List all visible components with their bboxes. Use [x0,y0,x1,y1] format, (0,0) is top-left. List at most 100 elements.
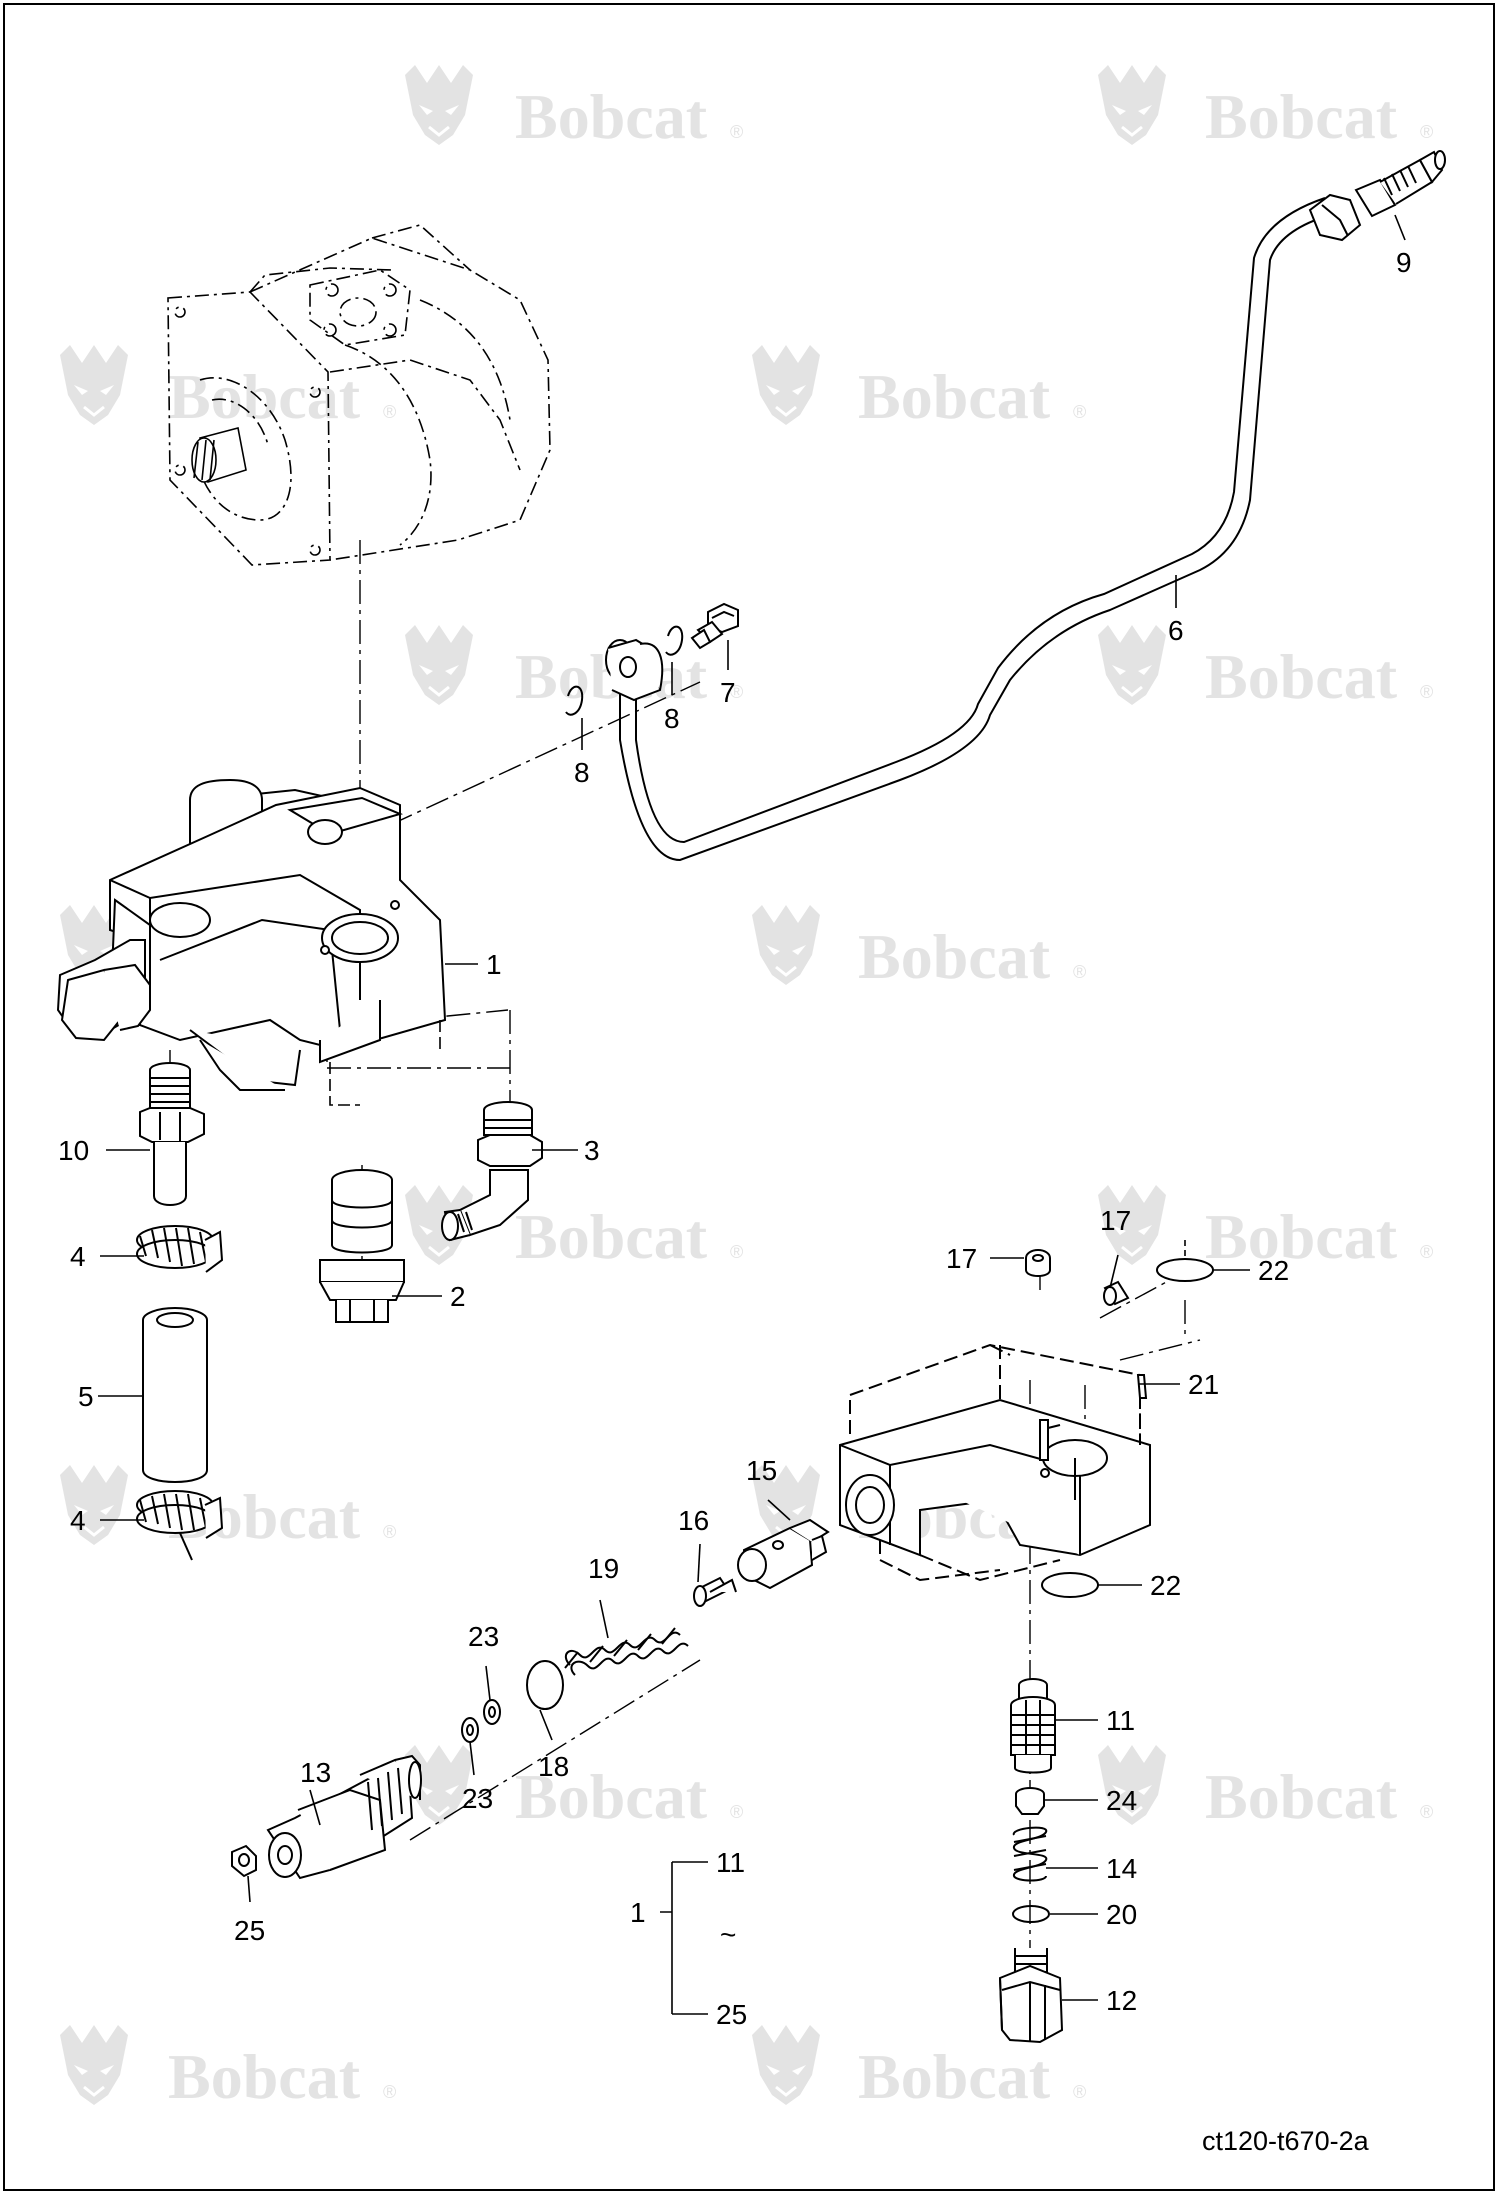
watermark-text: Bobcat [515,81,708,152]
callout-8-left: 8 [574,757,590,788]
pin-21 [1039,1374,1148,1461]
spring-19 [564,1627,689,1676]
callout-23-lower: 23 [462,1783,493,1814]
kit-legend-from: 11 [716,1847,745,1878]
page-border [3,3,1495,2191]
watermark-text: Bobcat [515,1761,708,1832]
callout-14: 14 [1106,1853,1137,1884]
watermark: Bobcat ® [750,2023,1086,2112]
watermark-registered-mark: ® [383,1522,396,1542]
leader-lines [98,214,1406,2001]
watermark-registered-mark: ® [730,1242,743,1262]
watermark: Bobcat ® [58,343,396,432]
callout-22-upper: 22 [1258,1255,1289,1286]
watermark: Bobcat ® [1096,63,1433,152]
callout-19: 19 [588,1553,619,1584]
watermark-text: Bobcat [515,1201,708,1272]
watermark-text: Bobcat [858,2041,1051,2112]
watermark-registered-mark: ® [383,2082,396,2102]
callout-7: 7 [720,677,736,708]
callout-2: 2 [450,1281,466,1312]
o-ring-18 [526,1660,564,1710]
watermark-registered-mark: ® [1420,122,1433,142]
lock-nut-25 [231,1844,257,1878]
watermark: Bobcat ® [1096,623,1433,712]
watermark-registered-mark: ® [1420,1802,1433,1822]
o-ring-20 [1012,1905,1050,1923]
callout-16: 16 [678,1505,709,1536]
shim-23b [461,1717,479,1743]
callout-12: 12 [1106,1985,1137,2016]
poppet-16 [693,1576,737,1607]
banjo-bolt-7 [690,602,739,650]
watermark: Bobcat ® [403,63,743,152]
watermark-registered-mark: ® [1420,1242,1433,1262]
watermark-registered-mark: ® [730,1802,743,1822]
callout-10: 10 [58,1135,89,1166]
kit-legend-bracket [660,1861,708,2015]
watermark-text: Bobcat [1205,1761,1398,1832]
watermark: Bobcat ® [750,343,1086,432]
callout-5: 5 [78,1381,94,1412]
callout-4-upper: 4 [70,1241,86,1272]
callout-13: 13 [300,1757,331,1788]
hose-fitting-10 [139,1062,205,1206]
kit-legend-tilde: ~ [720,1919,736,1950]
sealing-washer-8a [565,685,584,716]
watermark-text: Bobcat [858,921,1051,992]
watermark: Bobcat ® [58,2023,396,2112]
spring-14 [1012,1826,1048,1882]
seat-24 [1015,1787,1045,1815]
watermark-text: Bobcat [1205,641,1398,712]
kit-legend-parent: 1 [630,1897,646,1928]
tube-fitting-end [605,638,664,702]
valve-hidden-edge [329,1020,441,1106]
figure-id: ct120-t670-2a [1202,2126,1370,2156]
watermark: Bobcat ® [403,1743,743,1832]
callout-18: 18 [538,1751,569,1782]
watermark-registered-mark: ® [730,682,743,702]
spool-15 [737,1518,830,1590]
callout-11: 11 [1106,1705,1135,1736]
callout-22-lower: 22 [1150,1570,1181,1601]
callout-23-upper: 23 [468,1621,499,1652]
pressure-line-tube [619,197,1331,862]
callouts: 1 2 3 4 4 5 6 7 8 8 9 10 11 12 13 14 15 … [58,247,1412,2016]
adjuster-plug-13 [266,1754,422,1880]
elbow-fitting-3 [441,1101,543,1242]
watermark-registered-mark: ® [1073,2082,1086,2102]
kit-legend-to: 25 [716,1999,747,2030]
callout-15: 15 [746,1455,777,1486]
watermark: Bobcat ® [403,1183,743,1272]
valve-body-detail-solid [839,1398,1151,1557]
kit-legend: 1 11 ~ 25 [630,1847,747,2030]
connector-fitting-9 [1354,150,1446,218]
callout-17-right: 17 [1100,1205,1131,1236]
watermark-registered-mark: ® [383,402,396,422]
cartridge-plug-2 [319,1169,405,1323]
callout-9: 9 [1396,247,1412,278]
cap-12 [998,1948,1064,2044]
callout-3: 3 [584,1135,600,1166]
priority-valve-body [56,778,447,1091]
callout-24: 24 [1106,1785,1137,1816]
callout-1: 1 [486,949,502,980]
watermark-text: Bobcat [168,2041,361,2112]
plug-17-top [1025,1249,1051,1277]
callout-20: 20 [1106,1899,1137,1930]
watermark-text: Bobcat [858,361,1051,432]
hose-clamp-4-upper [136,1225,224,1273]
watermark: Bobcat ® [750,903,1086,992]
pump-shaft-spline [191,427,247,484]
phantom-pump [167,224,551,566]
watermark-registered-mark: ® [1073,402,1086,422]
shim-23a [483,1699,501,1725]
watermark: Bobcat ® [1096,1183,1433,1272]
callout-6: 6 [1168,615,1184,646]
callout-25: 25 [234,1915,265,1946]
watermark-registered-mark: ® [1420,682,1433,702]
callout-8-right: 8 [664,703,680,734]
hose-5 [142,1307,208,1483]
